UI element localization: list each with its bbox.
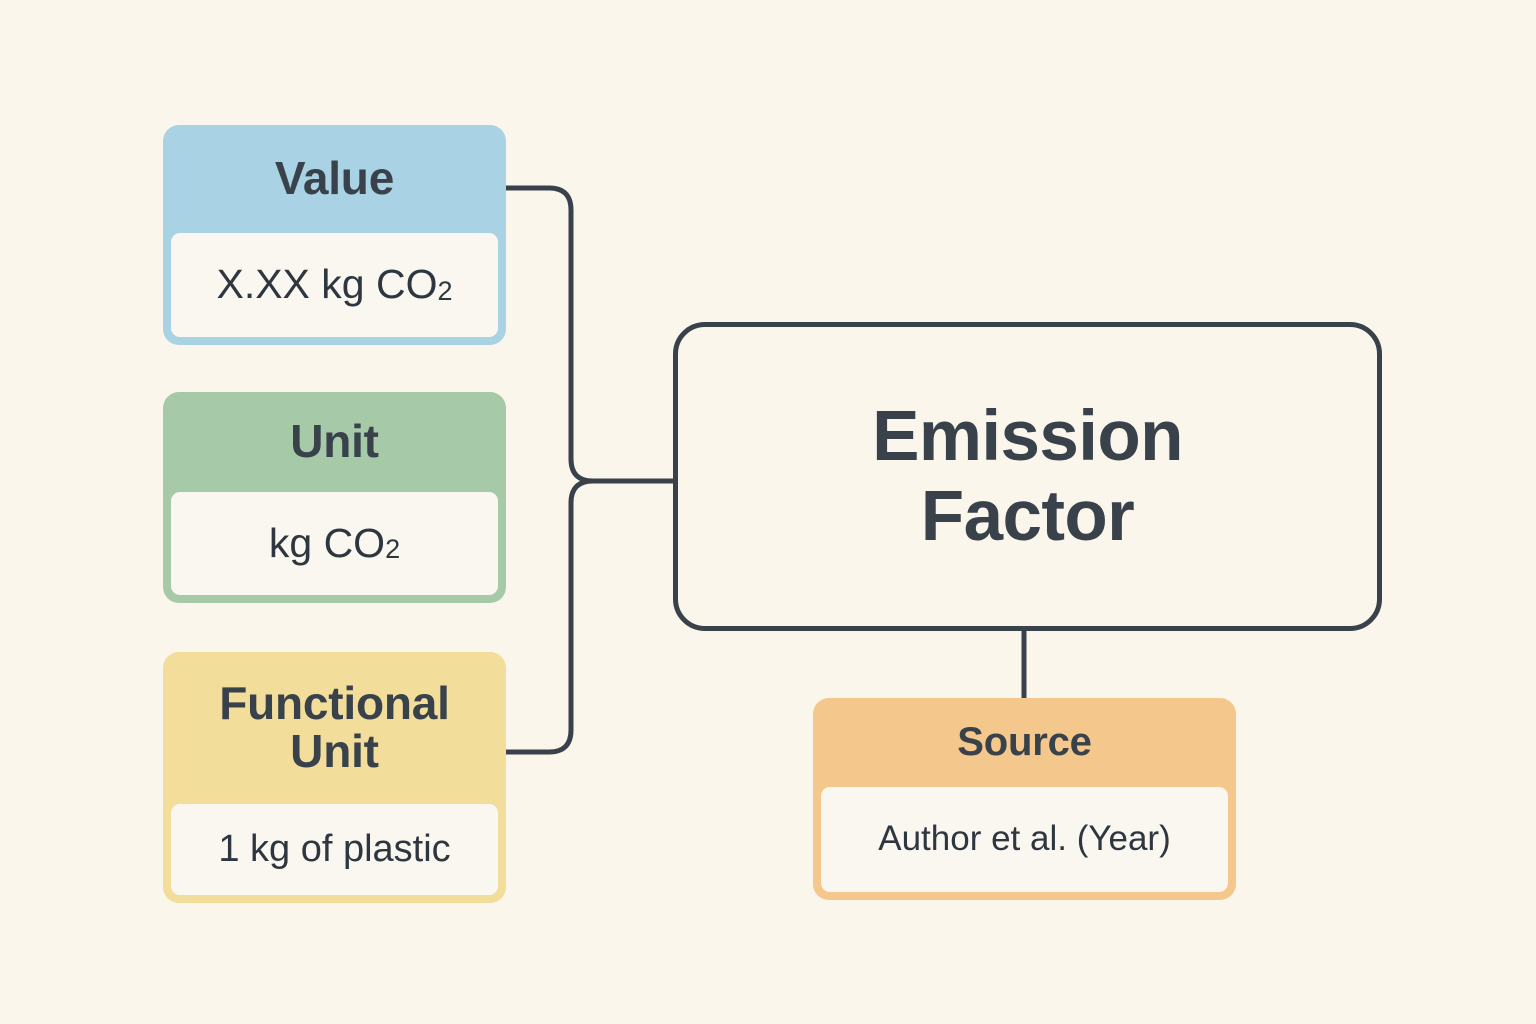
card-functional-unit[interactable]: Functional Unit 1 kg of plastic [163,652,506,903]
node-emission-factor-label-line2: Factor [920,476,1135,556]
node-emission-factor[interactable]: Emission Factor [673,322,1382,631]
card-functional-unit-body: 1 kg of plastic [171,804,498,895]
node-emission-factor-label-line1: Emission [872,396,1183,476]
card-value-title: Value [274,152,395,205]
card-functional-unit-title: Functional Unit [171,652,498,804]
card-source-body: Author et al. (Year) [821,787,1228,892]
card-unit-subscript: 2 [385,534,401,565]
card-unit-title: Unit [290,415,379,468]
card-value-text: X.XX kg CO [216,261,438,308]
connector-value-to-node [503,185,594,484]
card-source[interactable]: Source Author et al. (Year) [813,698,1236,900]
card-unit-text: kg CO [268,519,386,566]
card-functional-unit-title-line2: Unit [290,725,379,777]
card-source-title: Source [957,719,1092,764]
connector-functional-unit-to-node [503,478,594,755]
card-functional-unit-title-line1: Functional [219,677,450,730]
card-value-subscript: 2 [437,275,453,306]
node-emission-factor-label: Emission Factor [872,397,1183,556]
